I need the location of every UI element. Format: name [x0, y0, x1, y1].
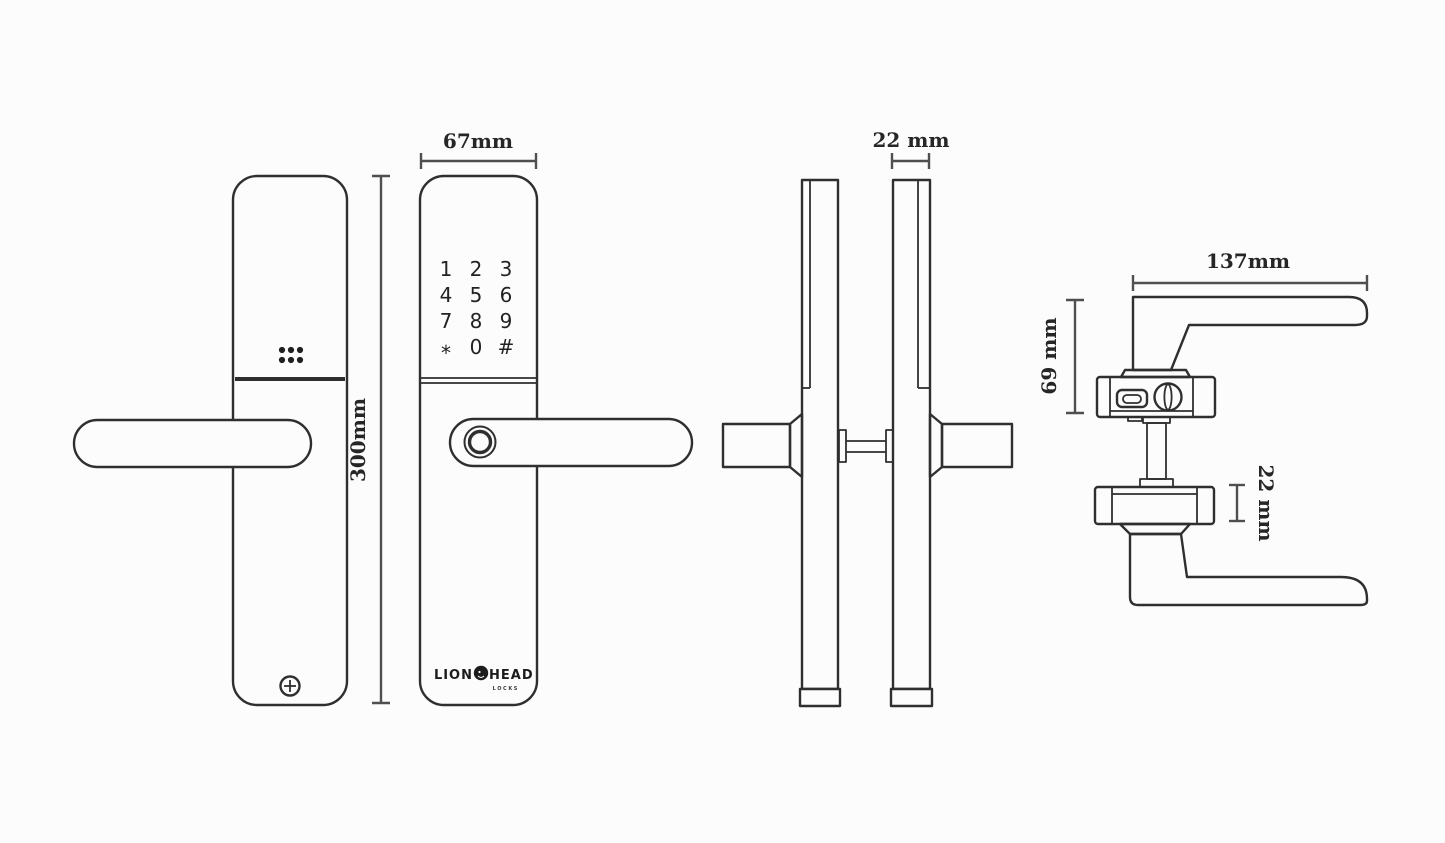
- brand-logo: LION HEAD LOCKS: [434, 665, 534, 692]
- plate-thickness-dimension: 22 mm: [1229, 464, 1278, 542]
- plate-thickness-label: 22 mm: [1254, 464, 1278, 541]
- height-dimension-label: 300mm: [346, 398, 370, 482]
- side-thickness-label: 22 mm: [872, 128, 949, 152]
- front-view-handle: [448, 417, 694, 468]
- keypad-key-hash: #: [498, 335, 515, 359]
- keypad-key-1: 1: [440, 257, 453, 281]
- side-view-right-bottom-cap: [889, 687, 934, 708]
- handle-length-dimension: 137mm: [1131, 249, 1369, 291]
- front-view-divider: [421, 377, 536, 384]
- fingerprint-sensor-icon: [463, 425, 497, 459]
- side-view-right-handle: [928, 412, 1014, 479]
- side-view-left-profile: [721, 178, 842, 708]
- side-view-left-handle: [721, 412, 804, 479]
- spindle-assembly: [838, 429, 894, 463]
- side-thickness-dimension: 22 mm: [872, 128, 950, 169]
- keypad-key-7: 7: [440, 309, 453, 333]
- top-view: 137mm: [1037, 249, 1369, 607]
- width-dimension-label: 67mm: [443, 129, 513, 153]
- speaker-grille-icon: [278, 346, 304, 364]
- top-view-upper-handle: [1131, 295, 1369, 372]
- width-dimension: 67mm: [419, 129, 538, 169]
- back-view: [72, 174, 349, 707]
- side-view-right-profile: [889, 178, 1014, 708]
- keypad-key-star: *: [441, 341, 451, 365]
- top-view-lower-handle: [1128, 532, 1369, 607]
- lion-head-icon: [473, 665, 489, 681]
- brand-logo-word-right: HEAD: [489, 668, 534, 683]
- keypad-key-4: 4: [440, 283, 453, 307]
- usb-port-icon: [1115, 388, 1149, 409]
- keypad: 1 2 3 4 5 6 7 8 9 * 0 #: [440, 257, 515, 365]
- back-view-handle: [72, 418, 313, 469]
- keypad-key-3: 3: [500, 257, 513, 281]
- brand-logo-word-left: LION: [434, 668, 473, 683]
- keypad-key-5: 5: [470, 283, 483, 307]
- top-view-lower-hub: [1118, 522, 1192, 536]
- keypad-key-2: 2: [470, 257, 483, 281]
- body-height-label: 69 mm: [1037, 317, 1061, 394]
- height-dimension: 300mm: [346, 174, 390, 705]
- keypad-key-8: 8: [470, 309, 483, 333]
- body-height-dimension: 69 mm: [1037, 298, 1084, 415]
- brand-logo-subtext: LOCKS: [493, 686, 519, 692]
- keypad-key-9: 9: [500, 309, 513, 333]
- side-view: 22 mm: [721, 128, 1014, 708]
- handle-length-label: 137mm: [1206, 249, 1290, 273]
- cylinder-screw-icon: [1153, 382, 1183, 412]
- keypad-key-6: 6: [500, 283, 513, 307]
- top-view-upper-body: [1095, 375, 1217, 422]
- top-view-spindle-shaft: [1139, 416, 1174, 488]
- front-view: 67mm 1 2 3 4 5 6 7 8 9 * 0 # LION: [418, 129, 694, 707]
- set-screw-icon: [279, 675, 301, 697]
- top-view-lower-body: [1093, 485, 1216, 526]
- side-view-left-bottom-cap: [798, 687, 842, 708]
- keypad-key-0: 0: [470, 335, 483, 359]
